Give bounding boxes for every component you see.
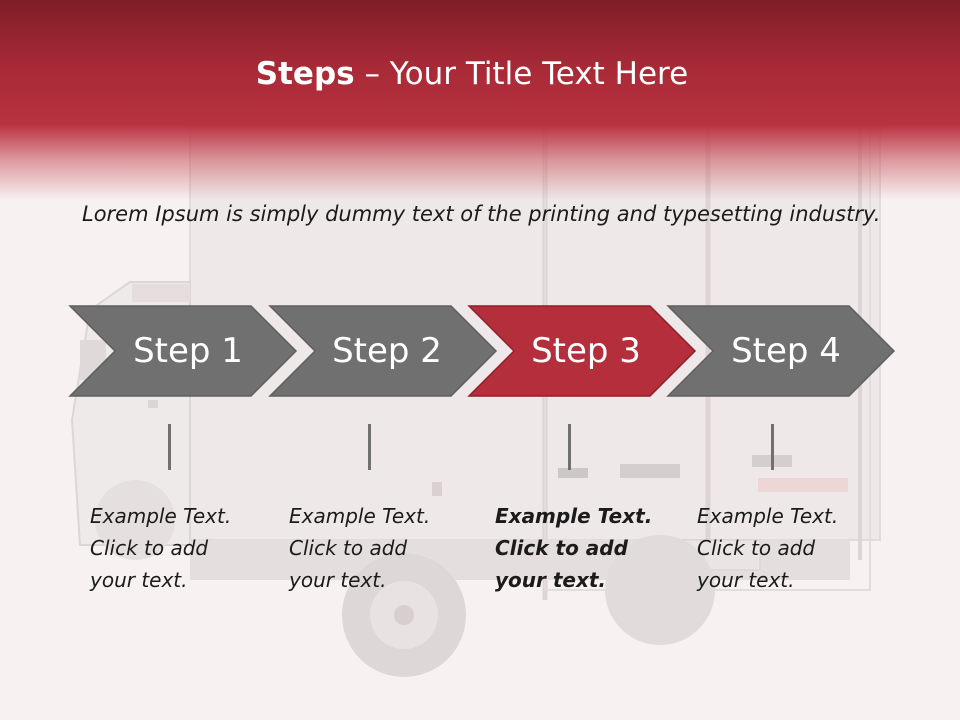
step-label-1[interactable]: Step 1 xyxy=(133,331,243,371)
step-label-2[interactable]: Step 2 xyxy=(332,331,442,371)
step-chevron-4[interactable] xyxy=(666,305,896,397)
step-chevron-3[interactable] xyxy=(467,305,697,397)
step-connector-4 xyxy=(771,424,774,470)
chevron-layer xyxy=(68,305,896,397)
step-chevron-1[interactable] xyxy=(68,305,298,397)
slide-title[interactable]: Steps – Your Title Text Here xyxy=(0,54,944,94)
step-label-3[interactable]: Step 3 xyxy=(531,331,641,371)
step-note-2[interactable]: Example Text. Click to add your text. xyxy=(289,504,431,592)
step-note-3[interactable]: Example Text. Click to add your text. xyxy=(495,504,653,592)
step-connector-2 xyxy=(368,424,371,470)
step-note-4[interactable]: Example Text. Click to add your text. xyxy=(697,504,839,592)
step-connector-3 xyxy=(568,424,571,470)
title-rest: – Your Title Text Here xyxy=(354,56,689,92)
step-label-4[interactable]: Step 4 xyxy=(731,331,841,371)
step-connector-1 xyxy=(168,424,171,470)
intro-text[interactable]: Lorem Ipsum is simply dummy text of the … xyxy=(82,202,881,226)
step-chevron-2[interactable] xyxy=(268,305,498,397)
header-band xyxy=(0,0,960,200)
step-note-1[interactable]: Example Text. Click to add your text. xyxy=(90,504,232,592)
title-bold: Steps xyxy=(255,56,355,92)
